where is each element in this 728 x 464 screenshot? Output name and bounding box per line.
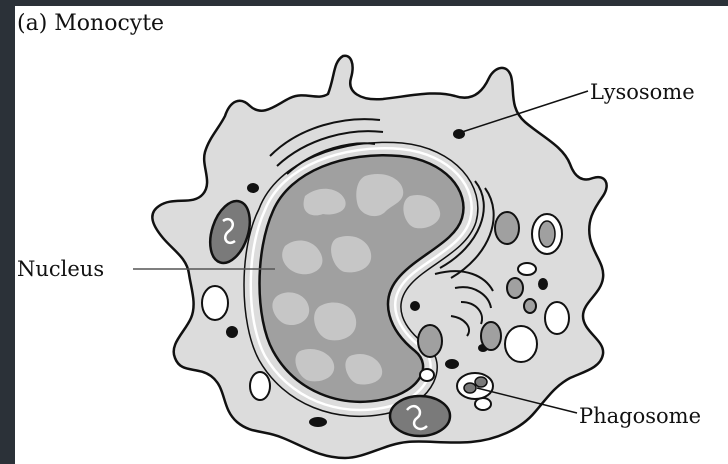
label-nucleus: Nucleus	[17, 259, 104, 280]
figure-title: (a) Monocyte	[17, 13, 164, 35]
label-phagosome: Phagosome	[579, 406, 701, 427]
mitochondrion-bottom	[390, 396, 450, 436]
monocyte-cell-illustration	[15, 6, 728, 464]
diagram-panel: (a) Monocyte Lysosome Nucleus Phagosome	[15, 6, 728, 464]
label-lysosome: Lysosome	[590, 82, 695, 103]
phagosome	[457, 373, 493, 399]
